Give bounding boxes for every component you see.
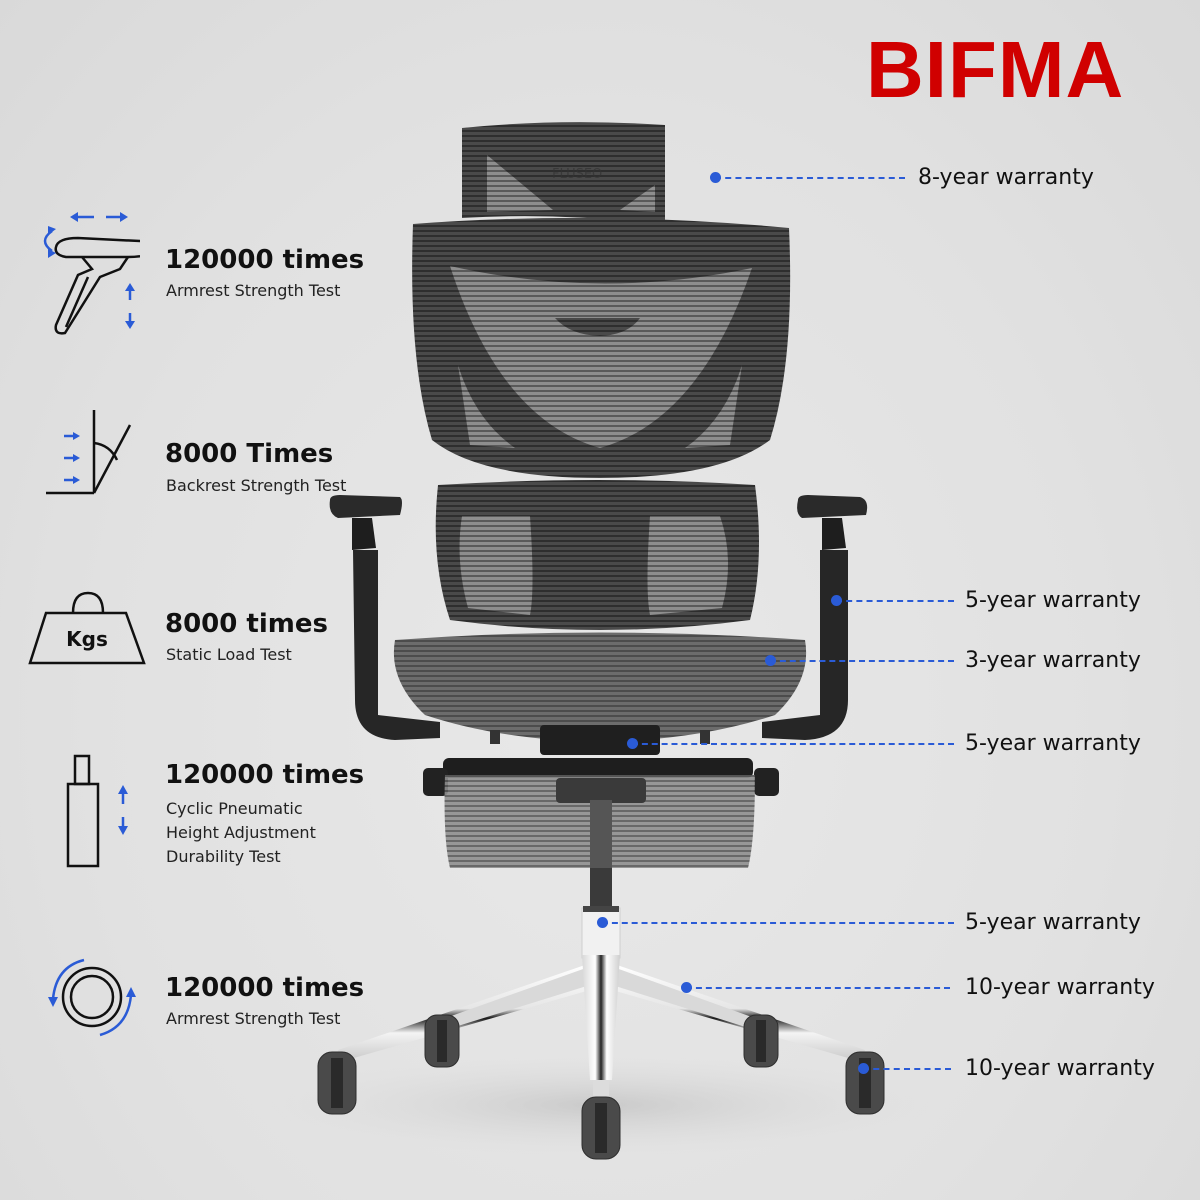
caster-rotation-icon	[48, 958, 136, 1037]
feature-description: Armrest Strength Test	[166, 281, 341, 300]
callout-dashed-line	[770, 660, 954, 662]
armrest-icon	[43, 212, 140, 335]
gas-cylinder-icon	[66, 754, 128, 868]
weight-icon-label: Kgs	[66, 627, 108, 651]
callout-armrest-warranty: 5-year warranty	[831, 588, 1176, 613]
feature-static-load-test: Kgs 8000 times Static Load Test	[0, 585, 380, 675]
callout-dashed-line	[632, 743, 954, 745]
feature-description: Cyclic Pneumatic	[166, 799, 303, 818]
warranty-label: 8-year warranty	[918, 165, 1094, 190]
callout-gas-lift-warranty: 5-year warranty	[597, 910, 1172, 935]
callout-mechanism-warranty: 5-year warranty	[627, 731, 1172, 756]
feature-armrest-test: 120000 times Armrest Strength Test	[0, 205, 380, 345]
feature-description: Static Load Test	[166, 645, 292, 664]
callout-dashed-line	[863, 1068, 951, 1070]
callout-dashed-line	[686, 987, 950, 989]
callout-seat-warranty: 3-year warranty	[765, 648, 1170, 673]
callout-casters-warranty: 10-year warranty	[858, 1056, 1183, 1081]
warranty-label: 5-year warranty	[965, 588, 1141, 613]
feature-description: Durability Test	[166, 847, 281, 866]
weight-icon: Kgs	[28, 591, 146, 665]
svg-text:FLUSEO: FLUSEO	[552, 167, 602, 182]
feature-gas-lift-test: 120000 times Cyclic Pneumatic Height Adj…	[0, 750, 380, 880]
feature-caster-test: 120000 times Armrest Strength Test	[0, 955, 380, 1045]
feature-description: Armrest Strength Test	[166, 1009, 341, 1028]
feature-description: Backrest Strength Test	[166, 476, 347, 495]
feature-description: Height Adjustment	[166, 823, 316, 842]
callout-dashed-line	[715, 177, 905, 179]
callout-dashed-line	[836, 600, 954, 602]
warranty-label: 10-year warranty	[965, 975, 1155, 1000]
feature-title: 120000 times	[165, 973, 365, 1003]
feature-title: 120000 times	[165, 245, 365, 275]
callout-dashed-line	[602, 922, 954, 924]
feature-backrest-test: 8000 Times Backrest Strength Test	[0, 405, 380, 505]
feature-title: 8000 Times	[165, 439, 334, 469]
warranty-label: 10-year warranty	[965, 1056, 1155, 1081]
feature-title: 120000 times	[165, 760, 365, 790]
feature-title: 8000 times	[165, 609, 328, 639]
warranty-label: 5-year warranty	[965, 910, 1141, 935]
warranty-label: 3-year warranty	[965, 648, 1141, 673]
callout-base-warranty: 10-year warranty	[681, 975, 1176, 1000]
backrest-angle-icon	[46, 410, 132, 495]
callout-headrest-warranty: 8-year warranty	[710, 165, 1175, 190]
bifma-logo: BIFMA	[866, 25, 1125, 114]
warranty-label: 5-year warranty	[965, 731, 1141, 756]
